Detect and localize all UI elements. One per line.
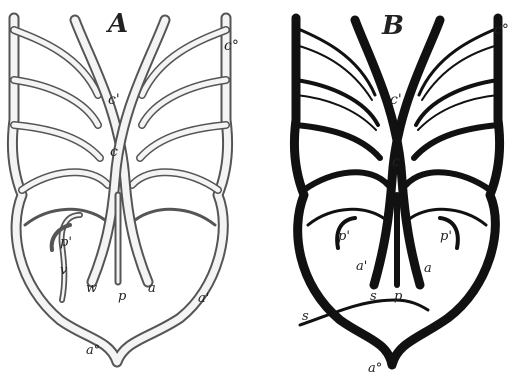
label-b-c-prime: c' [390, 92, 402, 108]
label-a-c-top: c° [224, 38, 239, 54]
label-b-a-prime: a' [356, 259, 367, 274]
label-b-p-prime-left: p' [338, 229, 350, 244]
label-a-p: p [118, 289, 127, 304]
panel-b-title: B [381, 11, 404, 41]
label-b-s-mid: s [370, 289, 377, 304]
label-b-c-top: c° [494, 22, 509, 38]
label-b-p: p [394, 289, 403, 304]
label-a-v: v [60, 263, 68, 278]
label-a-c: c [110, 144, 118, 160]
label-a-c-prime: c' [108, 92, 120, 108]
panel-a [12, 18, 227, 362]
label-a-a: a [148, 281, 156, 296]
panel-b [294, 18, 499, 365]
panel-a-loop-vessel [52, 215, 80, 300]
label-a-a-bottom: a° [86, 343, 100, 358]
label-b-a: a [424, 261, 432, 276]
label-a-a-prime: a' [198, 291, 209, 306]
label-a-w: w [86, 281, 97, 296]
panel-a-heart-outline [12, 18, 227, 362]
label-b-s-left: s [302, 309, 309, 324]
label-a-p-prime: p' [60, 235, 72, 250]
panel-a-title: A [105, 9, 128, 39]
label-b-p-prime-right: p' [440, 229, 452, 244]
panel-b-central-trunks [355, 20, 440, 285]
label-b-a-bottom: a° [368, 361, 382, 376]
panel-b-heart-outline [294, 18, 499, 365]
label-b-c: c [392, 154, 400, 170]
